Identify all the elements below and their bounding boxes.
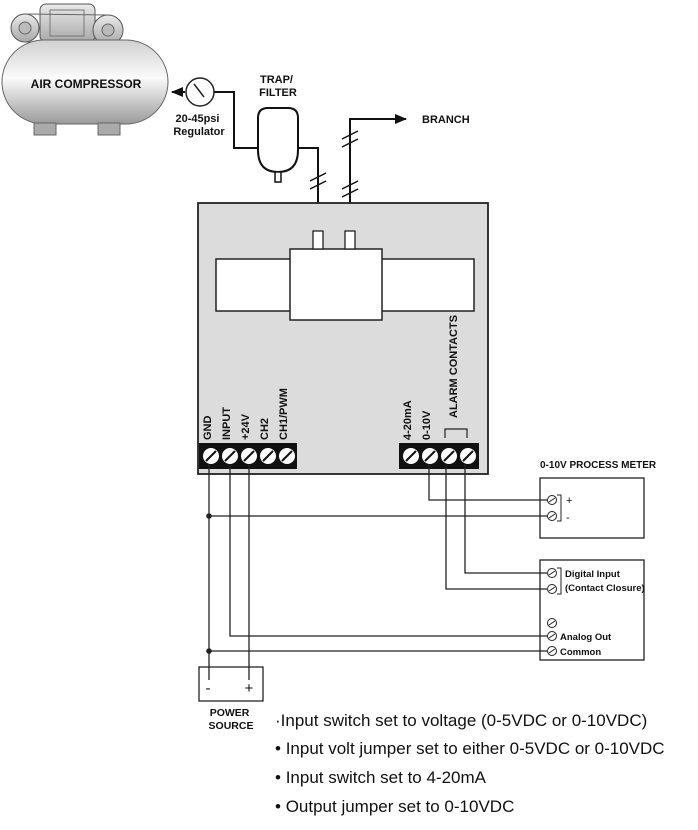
power-plus-label: + bbox=[245, 680, 254, 697]
common-label: Common bbox=[560, 647, 601, 658]
manifold bbox=[215, 230, 475, 321]
compressor-tank bbox=[1, 39, 169, 125]
terminal-screw bbox=[260, 448, 276, 464]
line-break-marks bbox=[309, 130, 359, 198]
wire-junction bbox=[206, 648, 212, 654]
terminal-screw bbox=[441, 448, 457, 464]
digital-input-label: Digital Input bbox=[565, 569, 621, 580]
air-compressor: AIR COMPRESSOR bbox=[1, 3, 169, 136]
compressor-motor bbox=[10, 3, 124, 46]
unused-terminal bbox=[547, 618, 557, 628]
terminal-label-alarm-contacts: ALARM CONTACTS bbox=[448, 315, 460, 418]
branch-label: BRANCH bbox=[422, 114, 470, 126]
terminal-label-input: INPUT bbox=[221, 407, 233, 440]
terminal-screw bbox=[241, 448, 257, 464]
alarm-contacts-bracket bbox=[444, 428, 468, 438]
terminal-screw bbox=[460, 448, 476, 464]
trap-filter-icon bbox=[257, 107, 299, 183]
terminal-screw bbox=[279, 448, 295, 464]
trap-filter-label: TRAP/ FILTER bbox=[259, 74, 297, 99]
wire-alarm-digital-in-2 bbox=[464, 464, 547, 574]
wire-junction bbox=[206, 513, 212, 519]
wire-0-10v-meter bbox=[428, 464, 547, 501]
compressor-foot bbox=[33, 122, 57, 136]
note-item: ·Input switch set to voltage (0-5VDC or … bbox=[275, 711, 647, 730]
regulator-label: 20-45psi Regulator bbox=[173, 113, 225, 138]
left-terminal-labels: GND INPUT +24V CH2 CH1/PWM bbox=[202, 388, 290, 440]
terminal-screw bbox=[422, 448, 438, 464]
note-item: • Output jumper set to 0-10VDC bbox=[275, 797, 514, 816]
power-minus-label: - bbox=[206, 680, 211, 697]
common-terminal bbox=[547, 646, 557, 656]
terminal-screw bbox=[403, 448, 419, 464]
wiring bbox=[206, 464, 547, 680]
digital-input-terminal bbox=[547, 568, 557, 578]
power-source-label: POWER SOURCE bbox=[209, 707, 254, 732]
terminal-screw bbox=[222, 448, 238, 464]
analog-out-terminal bbox=[547, 631, 557, 641]
power-source-box bbox=[198, 666, 264, 702]
right-terminal-block bbox=[399, 443, 479, 469]
note-item: • Input switch set to 4-20mA bbox=[275, 768, 487, 787]
digital-input-terminal bbox=[547, 584, 557, 594]
meter-plus-label: + bbox=[566, 495, 572, 507]
meter-terminal-plus bbox=[547, 495, 557, 505]
terminal-label-ch1-pwm: CH1/PWM bbox=[278, 388, 290, 440]
contact-closure-label: (Contact Closure) bbox=[565, 583, 645, 594]
terminal-label-gnd: GND bbox=[202, 416, 214, 441]
right-terminal-labels: 4-20mA 0-10V ALARM CONTACTS bbox=[402, 315, 468, 440]
meter-bracket bbox=[557, 494, 562, 522]
meter-minus-label: - bbox=[566, 512, 570, 524]
digital-input-bracket bbox=[557, 567, 562, 595]
transducer-box bbox=[197, 202, 489, 475]
process-meter-title: 0-10V PROCESS METER bbox=[540, 460, 657, 471]
terminal-label-ch2: CH2 bbox=[259, 418, 271, 440]
wire-alarm-digital-in-1 bbox=[445, 464, 547, 590]
notes-list: ·Input switch set to voltage (0-5VDC or … bbox=[275, 711, 665, 816]
controller-box bbox=[539, 559, 645, 661]
terminal-screw bbox=[203, 448, 219, 464]
wire-input-analog-out bbox=[229, 464, 547, 637]
analog-out-label: Analog Out bbox=[560, 632, 612, 643]
meter-terminal-minus bbox=[547, 511, 557, 521]
terminal-label-24v: +24V bbox=[240, 413, 252, 440]
process-meter-box bbox=[539, 477, 645, 539]
note-item: • Input volt jumper set to either 0-5VDC… bbox=[275, 739, 665, 758]
regulator-gauge-icon bbox=[185, 77, 215, 107]
left-terminal-block bbox=[199, 443, 297, 469]
compressor-foot bbox=[97, 122, 121, 136]
terminal-label-0-10v: 0-10V bbox=[421, 410, 433, 440]
terminal-label-4-20ma: 4-20mA bbox=[402, 400, 414, 440]
compressor-label: AIR COMPRESSOR bbox=[31, 77, 142, 91]
